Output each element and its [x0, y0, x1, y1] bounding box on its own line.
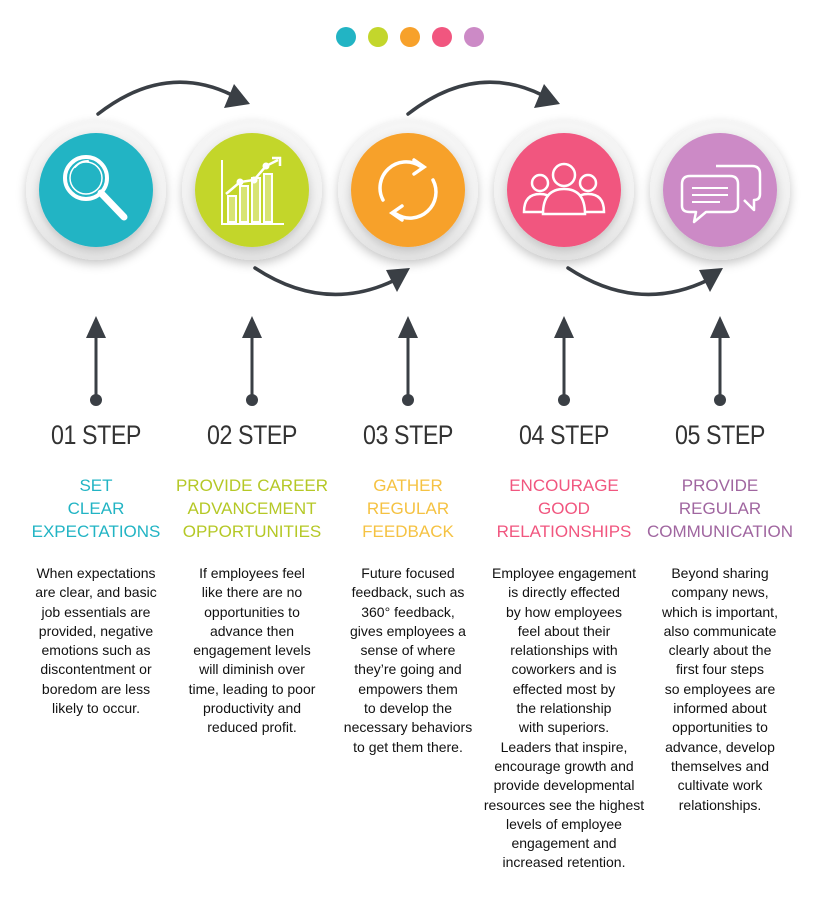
- step-circle-4: [494, 120, 634, 260]
- vertical-arrow-2: [242, 316, 262, 406]
- arrow-4-to-5: [566, 266, 710, 297]
- people-group-icon: [522, 162, 606, 216]
- arrowhead-2: [386, 268, 410, 292]
- vertical-arrow-1: [86, 316, 106, 406]
- vertical-arrow-4: [554, 316, 574, 406]
- bar-chart-icon: [221, 156, 284, 225]
- step-label: 05 STEP: [675, 420, 765, 450]
- step-label: 04 STEP: [519, 420, 609, 450]
- step-label: 03 STEP: [363, 420, 453, 450]
- connector-arrows: [96, 80, 710, 297]
- chat-bubbles-icon: [680, 164, 762, 224]
- magnifier-icon: [63, 155, 128, 221]
- dot-pink: [432, 27, 452, 47]
- dot-lime: [368, 27, 388, 47]
- dot-orange: [400, 27, 420, 47]
- arrowhead-4: [699, 268, 723, 292]
- arrowhead-3: [534, 84, 560, 108]
- vertical-arrow-3: [398, 316, 418, 406]
- step-circle-2: [182, 120, 322, 260]
- step-circle-5: [650, 120, 790, 260]
- dot-purple: [464, 27, 484, 47]
- arrowhead-1: [224, 84, 250, 108]
- step-circle-3: [338, 120, 478, 260]
- vertical-arrow-5: [710, 316, 730, 406]
- arrow-2-to-3: [253, 266, 397, 297]
- step-circle-1: [26, 120, 166, 260]
- refresh-cycle-icon: [378, 158, 438, 222]
- vertical-arrows: [86, 316, 730, 406]
- step-label: 01 STEP: [51, 420, 141, 450]
- step-label: 02 STEP: [207, 420, 297, 450]
- dot-teal: [336, 27, 356, 47]
- arrowheads: [224, 84, 723, 292]
- arrow-3-to-4: [406, 80, 544, 116]
- arrow-1-to-2: [96, 80, 234, 116]
